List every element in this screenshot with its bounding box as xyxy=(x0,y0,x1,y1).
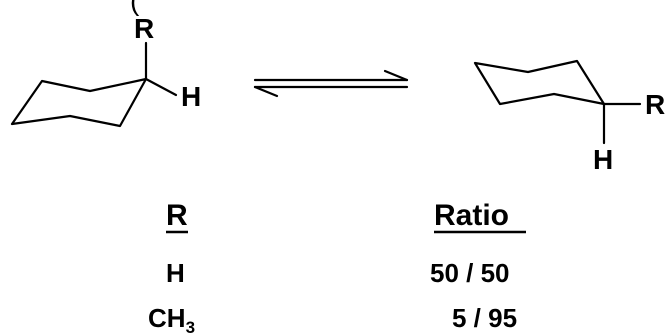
column-header-r: R xyxy=(166,199,188,232)
right-axial-h-label: H xyxy=(593,144,613,175)
row-1-ratio: 50 / 50 xyxy=(430,258,510,288)
left-equatorial-h-label: H xyxy=(181,81,201,112)
row-2-substituent: CH3 xyxy=(148,303,195,333)
equatorial-bond-left xyxy=(144,77,178,97)
left-chair-cyclohexane xyxy=(10,41,178,128)
equilibrium-arrows xyxy=(253,69,409,98)
left-axial-r-label: R xyxy=(134,13,154,44)
row-1-substituent: H xyxy=(166,258,185,288)
right-chair-cyclohexane xyxy=(473,59,642,145)
top-fragment-paren: ( xyxy=(130,0,140,16)
row-2-ratio: 5 / 95 xyxy=(452,303,517,333)
row-2-substituent-subscript: 3 xyxy=(186,318,195,333)
right-equatorial-r-label: R xyxy=(645,89,665,120)
column-header-ratio: Ratio xyxy=(434,199,509,232)
